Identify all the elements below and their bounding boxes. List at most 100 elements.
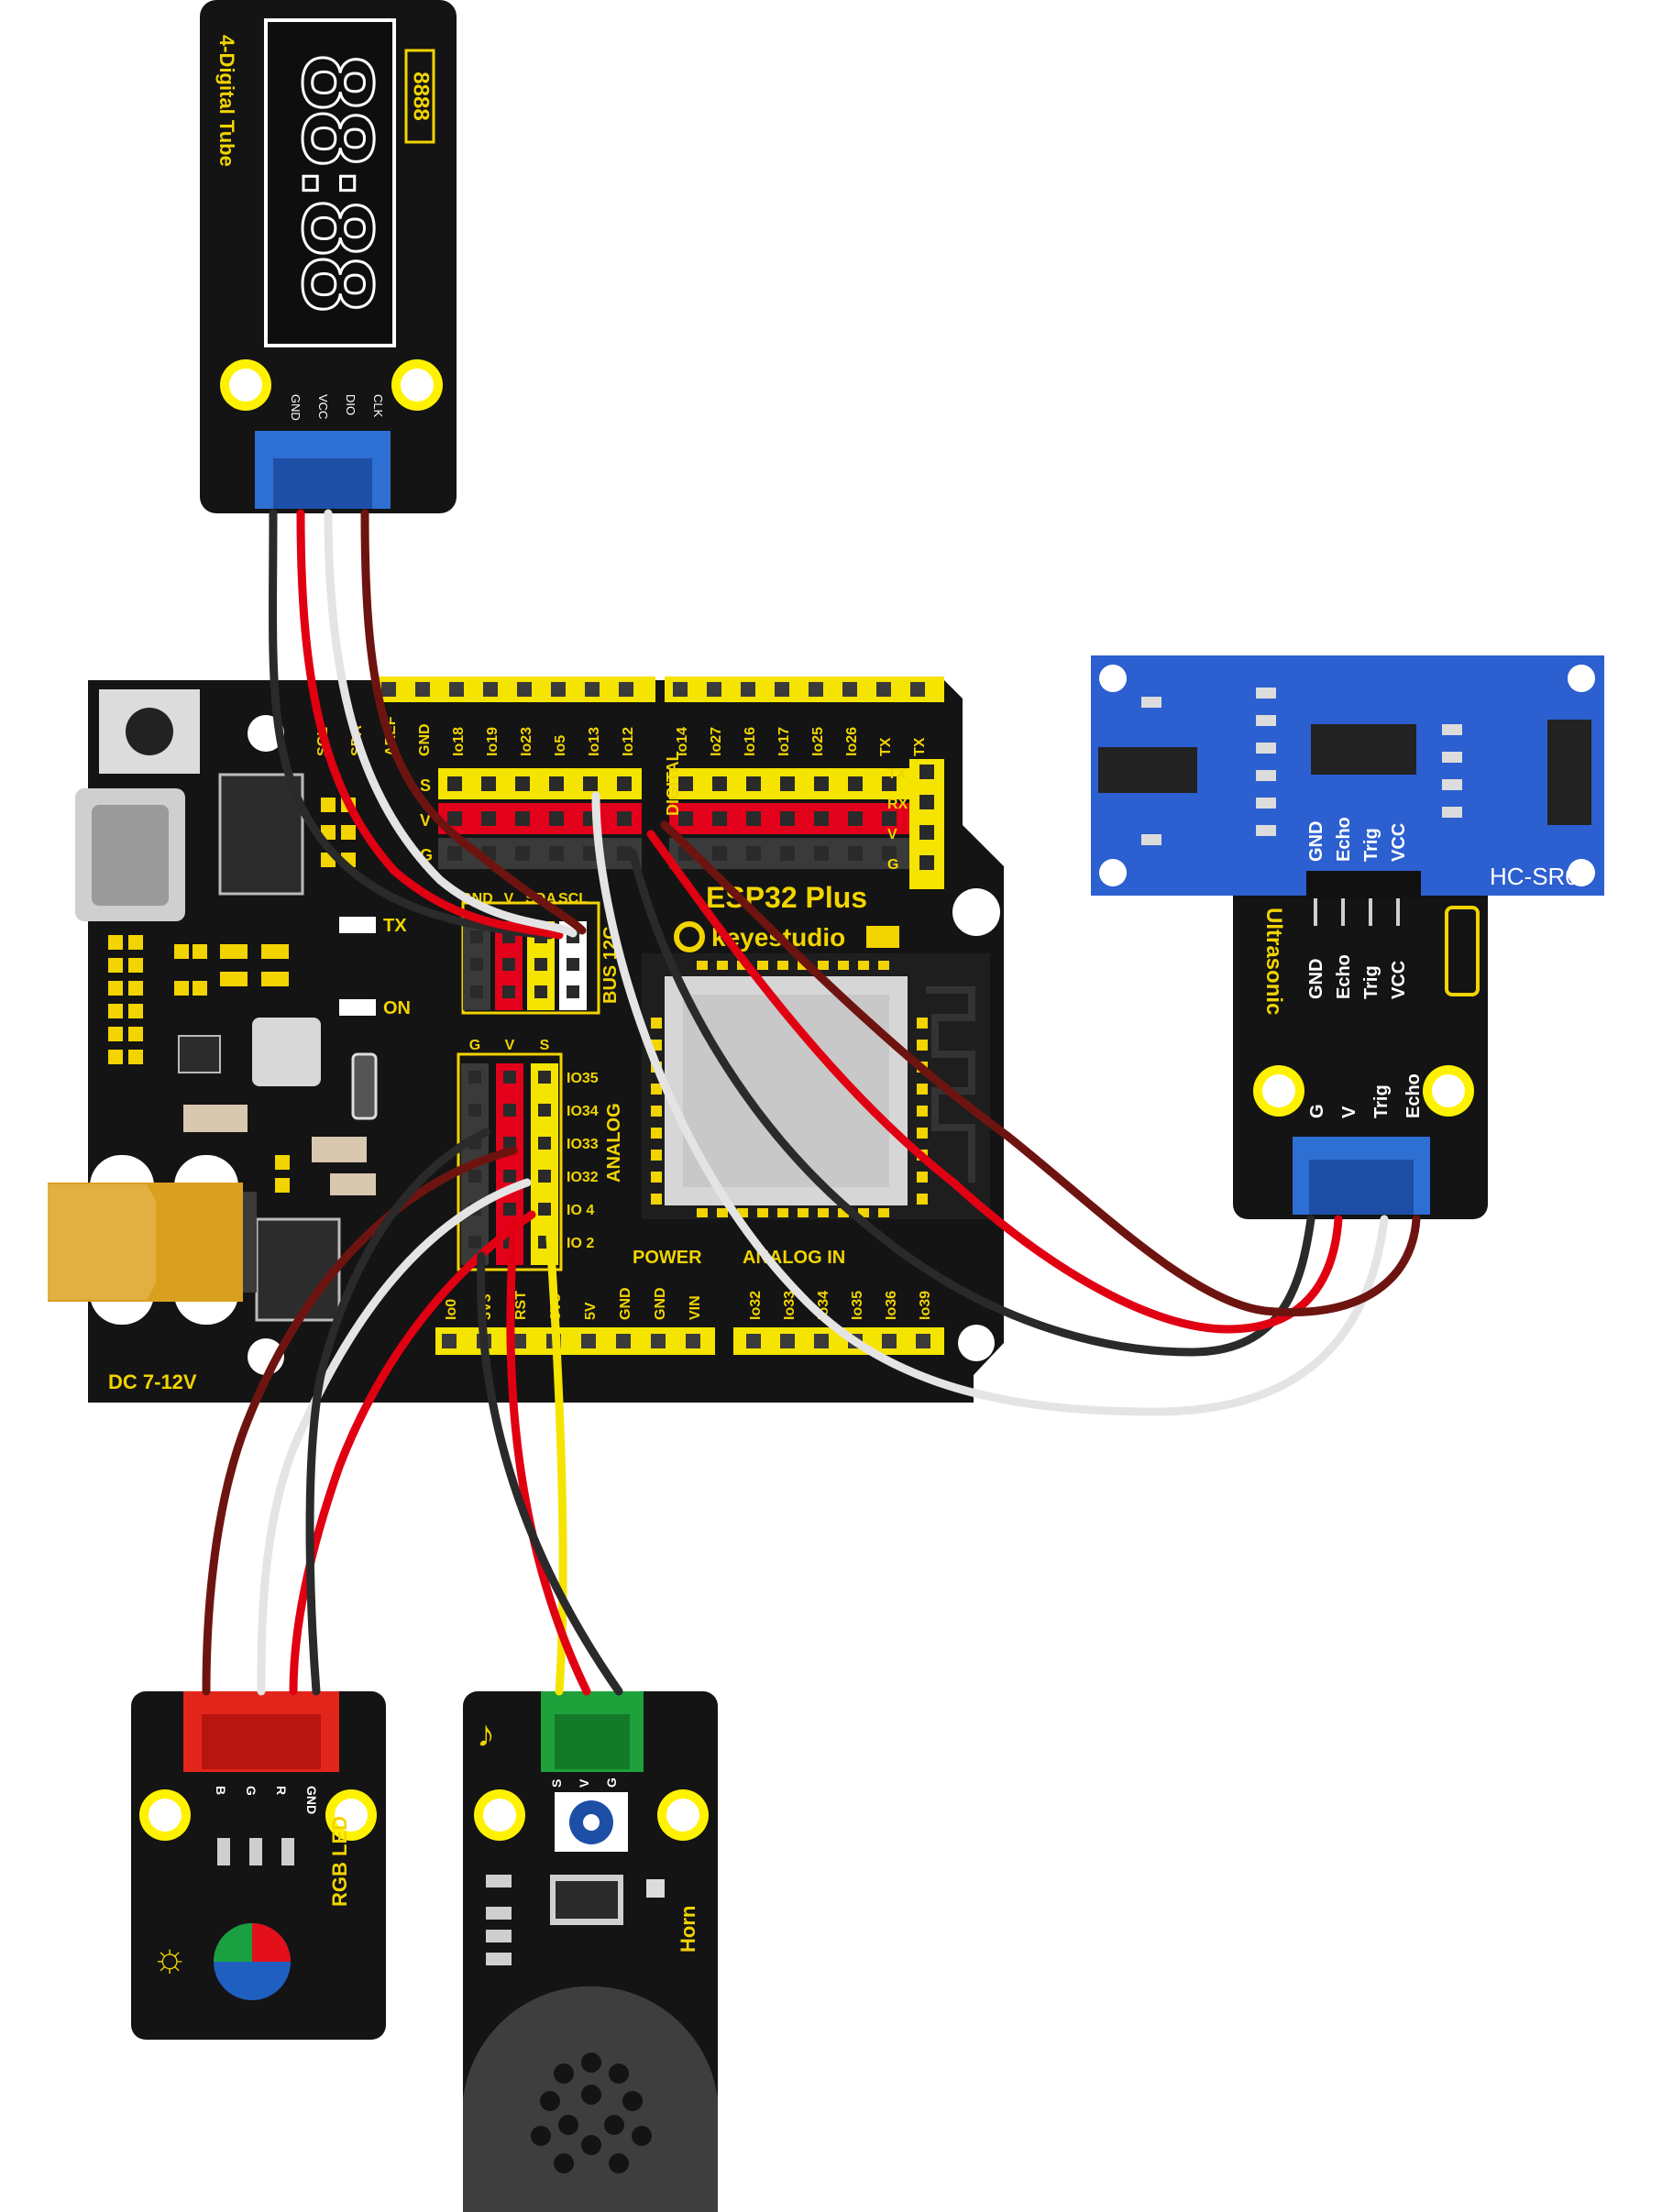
antenna-trace [926, 986, 975, 1183]
power-regulator [255, 1217, 341, 1322]
analog-pin-label: IO34 [567, 1104, 599, 1119]
analog-head-label: G [469, 1038, 480, 1053]
header-pin[interactable] [515, 776, 530, 791]
analog-pin[interactable] [468, 1104, 481, 1117]
uart-pin[interactable] [919, 855, 934, 870]
analog-pin[interactable] [538, 1104, 551, 1117]
header-pin[interactable] [678, 811, 693, 826]
rgb-pin-label: R [274, 1786, 289, 1795]
i2c-pin[interactable] [502, 985, 515, 998]
header-pin[interactable] [780, 811, 795, 826]
header-pin[interactable] [549, 846, 564, 861]
analog-pin[interactable] [468, 1071, 481, 1084]
header-pin[interactable] [848, 776, 863, 791]
analog-pin[interactable] [503, 1071, 516, 1084]
uart-pin[interactable] [919, 765, 934, 779]
header-pin[interactable] [447, 776, 462, 791]
header-hole [585, 682, 600, 697]
analog-pin-label: IO35 [567, 1071, 599, 1086]
wires [202, 509, 1421, 1696]
header-pin[interactable] [780, 776, 795, 791]
header-pin[interactable] [617, 846, 632, 861]
i2c-pin[interactable] [470, 930, 483, 943]
header-pin[interactable] [882, 776, 897, 791]
header-pin[interactable] [617, 776, 632, 791]
analog-pin[interactable] [538, 1137, 551, 1150]
sonar-pin-label: GND [1306, 821, 1326, 862]
header-pin[interactable] [780, 846, 795, 861]
header-pin[interactable] [447, 811, 462, 826]
header-pin[interactable] [583, 776, 598, 791]
dc-jack-back [243, 1192, 257, 1293]
header-pin[interactable] [814, 811, 829, 826]
header-pin[interactable] [481, 776, 496, 791]
header-pin[interactable] [746, 811, 761, 826]
smd-pads [108, 798, 356, 1193]
header-pin[interactable] [848, 846, 863, 861]
analog-pin[interactable] [538, 1203, 551, 1216]
header-pin[interactable] [882, 811, 897, 826]
header-pin[interactable] [882, 846, 897, 861]
sonar-pin-header [1306, 871, 1421, 898]
header-pin[interactable] [712, 811, 727, 826]
i2c-pin[interactable] [502, 958, 515, 971]
analog-pin[interactable] [503, 1104, 516, 1117]
header-pin[interactable] [712, 846, 727, 861]
header-pin[interactable] [814, 846, 829, 861]
board-mount-hole [952, 888, 1000, 936]
bottom-pin-label: Io39 [918, 1291, 933, 1320]
header-hole [910, 682, 925, 697]
header-pin[interactable] [746, 776, 761, 791]
rgb-connector-socket [202, 1714, 321, 1769]
uart-label: V [887, 827, 897, 842]
analog-pin[interactable] [468, 1170, 481, 1183]
adapter-connector-label: Trig [1371, 1084, 1392, 1118]
tube-pin-label: VCC [316, 394, 330, 419]
analog-pin[interactable] [503, 1170, 516, 1183]
i2c-pin[interactable] [470, 985, 483, 998]
i2c-pin[interactable] [470, 958, 483, 971]
wire-rgb-b [202, 1146, 518, 1696]
analog-pin[interactable] [503, 1203, 516, 1216]
uart-pin[interactable] [919, 825, 934, 840]
i2c-pin[interactable] [534, 985, 547, 998]
header-pin[interactable] [583, 846, 598, 861]
header-pin[interactable] [515, 846, 530, 861]
music-note-icon: ♪ [477, 1714, 495, 1755]
analog-pin[interactable] [503, 1137, 516, 1150]
speaker-grill [531, 2052, 652, 2173]
header-pin[interactable] [848, 811, 863, 826]
brand-led [866, 926, 899, 948]
top-pin-label: TX [878, 737, 894, 756]
header-hole [512, 1334, 526, 1348]
header-pin[interactable] [814, 776, 829, 791]
sonar-pin-label: Echo [1334, 817, 1354, 862]
adapter-mount-hole-inner [1262, 1074, 1295, 1107]
header-pin[interactable] [678, 776, 693, 791]
tx-led [339, 917, 376, 933]
i2c-pin[interactable] [567, 985, 579, 998]
digital-label: DIGITAL [664, 751, 682, 816]
header-pin[interactable] [447, 846, 462, 861]
analog-pin[interactable] [538, 1170, 551, 1183]
header-pin[interactable] [515, 811, 530, 826]
analog-pin[interactable] [538, 1071, 551, 1084]
reset-button-cap[interactable] [126, 708, 173, 755]
header-hole [442, 1334, 457, 1348]
header-pin[interactable] [712, 776, 727, 791]
analog-pin[interactable] [468, 1236, 481, 1249]
tube-mount-hole-inner [229, 369, 262, 402]
header-hole [581, 1334, 596, 1348]
header-pin[interactable] [549, 811, 564, 826]
i2c-pin[interactable] [567, 958, 579, 971]
header-pin[interactable] [746, 846, 761, 861]
header-pin[interactable] [481, 811, 496, 826]
header-pin[interactable] [617, 811, 632, 826]
adapter-connector-label: Echo [1403, 1073, 1424, 1118]
header-pin[interactable] [549, 776, 564, 791]
uart-pin[interactable] [919, 795, 934, 809]
i2c-pin[interactable] [534, 958, 547, 971]
rgb-mount-hole-inner [335, 1799, 368, 1832]
